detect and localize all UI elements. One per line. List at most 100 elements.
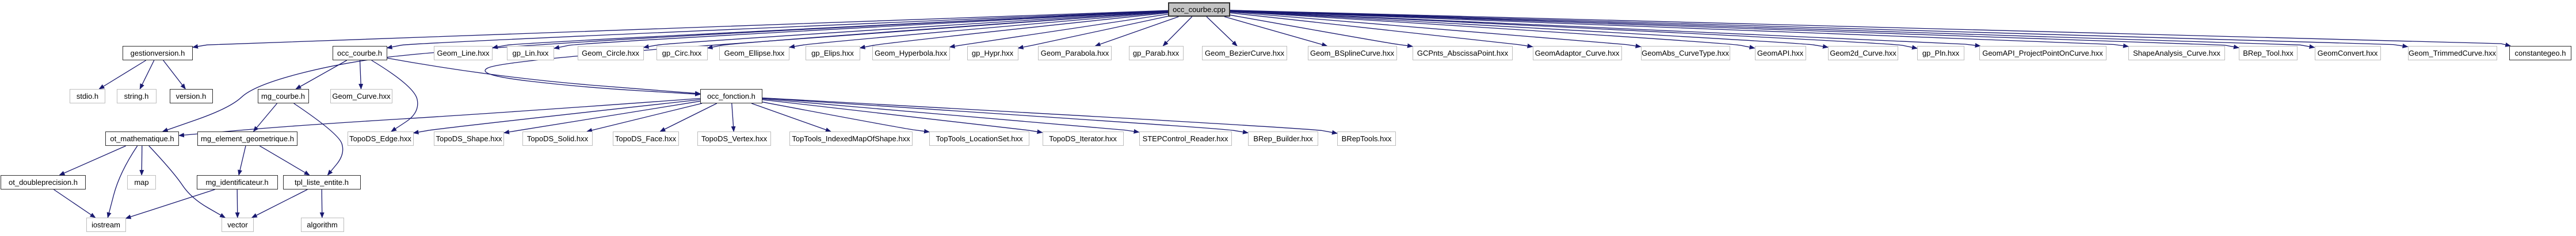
node-occ-fonction-h[interactable]: occ_fonction.h [700,89,762,103]
node-geom-parabola-hxx: Geom_Parabola.hxx [1038,46,1112,60]
node-iostream: iostream [86,218,126,232]
edge-occ-courbe-cpp-to-geom-hyperbola-hxx [949,13,1169,49]
node-gp-elips-hxx: gp_Elips.hxx [805,46,860,60]
edge-occ-fonction-h-to-brep-builder-hxx [762,98,1249,134]
edge-ot-mathematique-h-to-ot-doubleprecision-h [59,145,126,176]
node-gp-lin-hxx: gp_Lin.hxx [507,46,554,60]
node-geomadaptor-curve-hxx: GeomAdaptor_Curve.hxx [1532,46,1622,60]
edge-occ-courbe-cpp-to-geom-bsplinecurve-hxx [1224,16,1328,47]
node-brep-builder-hxx: BRep_Builder.hxx [1248,131,1318,146]
node-gp-parab-hxx: gp_Parab.hxx [1128,46,1184,60]
edge-occ-courbe-cpp-to-gp-parab-hxx [1162,16,1193,47]
node-mg-identificateur-h[interactable]: mg_identificateur.h [196,175,278,189]
node-geom-bsplinecurve-hxx: Geom_BSplineCurve.hxx [1307,46,1397,60]
edge-occ-courbe-cpp-to-geom-parabola-hxx [1094,16,1179,47]
node-gp-circ-hxx: gp_Circ.hxx [656,46,708,60]
node-gcpnts-abscissapoint-hxx: GCPnts_AbscissaPoint.hxx [1413,46,1513,60]
edge-occ-fonction-h-to-topods-edge-hxx [413,99,701,135]
edge-occ-courbe-cpp-to-ot-mathematique-h [162,10,1169,132]
edge-mg-identificateur-h-to-iostream [125,189,215,219]
node-geom-trimmedcurve-hxx: Geom_TrimmedCurve.hxx [2407,46,2497,60]
edge-occ-courbe-cpp-to-geom-trimmedcurve-hxx [1230,10,2409,48]
edge-occ-courbe-h-to-mg-courbe-h [295,60,348,90]
node-geom-ellipse-hxx: Geom_Ellipse.hxx [719,46,789,60]
node-occ-courbe-cpp: occ_courbe.cpp [1168,2,1230,17]
node-geomconvert-hxx: GeomConvert.hxx [2314,46,2381,60]
edge-occ-courbe-cpp-to-geom-ellipse-hxx [789,11,1169,49]
edge-occ-fonction-h-to-breptools-hxx [762,97,1338,135]
node-topods-edge-hxx: TopoDS_Edge.hxx [347,131,414,146]
edge-occ-fonction-h-to-topods-face-hxx [659,103,718,132]
node-gp-hypr-hxx: gp_Hypr.hxx [967,46,1018,60]
edge-gestionversion-h-to-stdio-h [98,60,147,90]
edge-occ-courbe-cpp-to-gp-hypr-hxx [1017,16,1169,49]
edge-occ-courbe-cpp-to-gp-elips-hxx [859,12,1169,49]
node-ot-doubleprecision-h[interactable]: ot_doubleprecision.h [1,175,86,189]
node-geomabs-curvetype-hxx: GeomAbs_CurveType.hxx [1640,46,1730,60]
edge-occ-fonction-h-to-topods-vertex-hxx [731,103,736,132]
edge-occ-courbe-cpp-to-gp-circ-hxx [707,11,1169,49]
node-map: map [127,175,156,189]
node-constantegeo-h[interactable]: constantegeo.h [2509,46,2571,60]
edge-gestionversion-h-to-version-h [163,60,186,90]
node-ot-mathematique-h[interactable]: ot_mathematique.h [105,131,179,146]
node-topods-solid-hxx: TopoDS_Solid.hxx [522,131,593,146]
node-geom-circle-hxx: Geom_Circle.hxx [577,46,644,60]
edge-occ-courbe-cpp-to-geom-circle-hxx [643,11,1169,49]
node-geom2d-curve-hxx: Geom2d_Curve.hxx [1828,46,1898,60]
node-geom-beziercurve-hxx: Geom_BezierCurve.hxx [1202,46,1287,60]
node-mg-element-geometrique-h[interactable]: mg_element_geometrique.h [197,131,297,146]
node-brep-tool-hxx: BRep_Tool.hxx [2239,46,2298,60]
node-algorithm: algorithm [300,218,344,232]
edge-occ-courbe-cpp-to-geom2d-curve-hxx [1230,10,1829,49]
node-topods-iterator-hxx: TopoDS_Iterator.hxx [1042,131,1124,146]
edge-mg-element-geometrique-h-to-mg-identificateur-h [238,145,246,176]
edge-occ-courbe-h-to-topods-edge-hxx [371,60,418,132]
node-geom-curve-hxx: Geom_Curve.hxx [330,89,392,103]
node-topods-face-hxx: TopoDS_Face.hxx [612,131,679,146]
edge-ot-doubleprecision-h-to-iostream [54,189,96,218]
edge-occ-fonction-h-to-ot-mathematique-h [178,98,701,138]
node-breptools-hxx: BRepTools.hxx [1337,131,1396,146]
edge-occ-fonction-h-to-toptools-locationset-hxx [762,102,930,134]
edge-occ-courbe-cpp-to-shapeanalysis-curve-hxx [1230,10,2129,48]
node-mg-courbe-h[interactable]: mg_courbe.h [257,89,309,103]
node-tpl-liste-entite-h[interactable]: tpl_liste_entite.h [283,175,361,189]
node-string-h: string.h [116,89,157,103]
node-version-h[interactable]: version.h [169,89,213,103]
node-geom-line-hxx: Geom_Line.hxx [434,46,493,60]
edge-occ-courbe-h-to-geom-curve-hxx [358,60,364,90]
node-occ-courbe-h[interactable]: occ_courbe.h [332,46,387,60]
edge-gestionversion-h-to-string-h [139,60,155,90]
edge-occ-courbe-cpp-to-geom-beziercurve-hxx [1206,16,1238,47]
edge-tpl-liste-entite-h-to-vector [251,189,308,218]
node-toptools-indexedmapofshape-hxx: TopTools_IndexedMapOfShape.hxx [789,131,913,146]
node-shapeanalysis-curve-hxx: ShapeAnalysis_Curve.hxx [2128,46,2225,60]
edge-occ-courbe-cpp-to-occ-courbe-h [386,10,1169,49]
edge-occ-courbe-cpp-to-geomadaptor-curve-hxx [1230,12,1533,48]
node-geomapi-hxx: GeomAPI.hxx [1754,46,1806,60]
edge-occ-fonction-h-to-topods-shape-hxx [503,100,701,134]
edge-occ-fonction-h-to-toptools-indexedmapofshape-hxx [751,103,831,132]
node-stepcontrol-reader-hxx: STEPControl_Reader.hxx [1139,131,1232,146]
edge-mg-element-geometrique-h-to-tpl-liste-entite-h [259,145,310,176]
node-toptools-locationset-hxx: TopTools_LocationSet.hxx [929,131,1029,146]
node-gestionversion-h[interactable]: gestionversion.h [123,46,193,60]
node-gp-pln-hxx: gp_Pln.hxx [1917,46,1964,60]
node-geomapi-projectpointoncurve-hxx: GeomAPI_ProjectPointOnCurve.hxx [1979,46,2106,60]
edge-occ-fonction-h-to-topods-solid-hxx [586,103,703,133]
edge-occ-courbe-cpp-to-geomapi-hxx [1230,11,1756,49]
edge-occ-courbe-cpp-to-gp-lin-hxx [554,10,1169,50]
edge-occ-courbe-cpp-to-gcpnts-abscissapoint-hxx [1230,14,1413,48]
edge-ot-mathematique-h-to-vector [148,145,226,218]
edge-occ-courbe-cpp-to-gp-pln-hxx [1230,10,1918,50]
edge-mg-identificateur-h-to-vector [235,189,240,218]
edge-occ-courbe-cpp-to-gestionversion-h [192,10,1169,49]
edge-occ-courbe-h-to-occ-fonction-h [387,57,701,96]
edge-ot-mathematique-h-to-iostream [106,145,138,218]
node-geom-hyperbola-hxx: Geom_Hyperbola.hxx [872,46,950,60]
node-topods-vertex-hxx: TopoDS_Vertex.hxx [697,131,771,146]
node-stdio-h: stdio.h [70,89,105,103]
